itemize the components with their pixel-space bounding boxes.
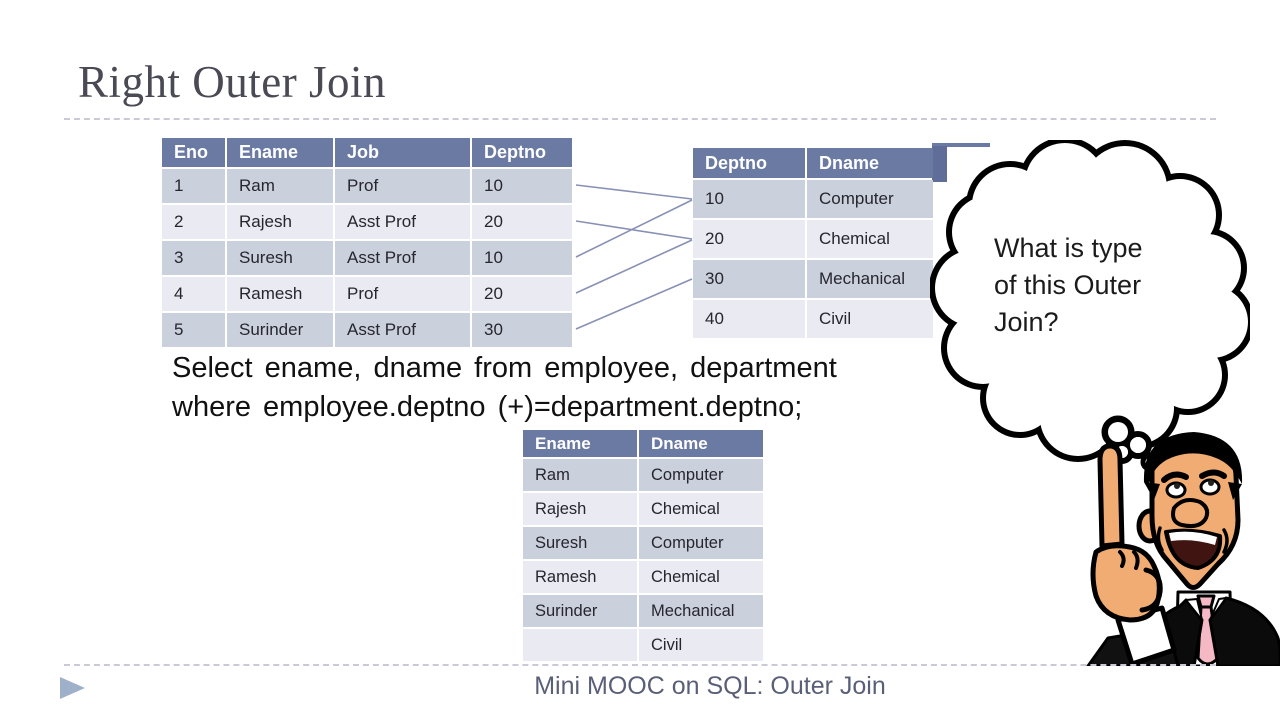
cell-job: Asst Prof <box>335 241 470 275</box>
footer-divider <box>64 664 1216 666</box>
cell-deptno: 20 <box>693 220 805 258</box>
table-header-row: Deptno Dname <box>693 148 933 178</box>
sql-line-1: Select ename, dname from employee, depar… <box>172 352 837 384</box>
presenter-head <box>1136 432 1243 590</box>
table-row: Civil <box>523 629 763 661</box>
cell-deptno: 10 <box>693 180 805 218</box>
cell-eno: 4 <box>162 277 225 311</box>
table-row: 30 Mechanical <box>693 260 933 298</box>
cell-dname: Civil <box>639 629 763 661</box>
thought-bubble-text: What is type of this Outer Join? <box>994 230 1159 341</box>
cell-deptno: 20 <box>472 277 572 311</box>
table-row: Rajesh Chemical <box>523 493 763 525</box>
footer-caption: Mini MOOC on SQL: Outer Join <box>534 672 886 700</box>
cell-ename: Ram <box>523 459 637 491</box>
table-row: 3 Suresh Asst Prof 10 <box>162 241 572 275</box>
column-header: Ename <box>523 430 637 457</box>
department-table-top-edge <box>932 143 990 147</box>
cell-deptno: 20 <box>472 205 572 239</box>
cell-eno: 5 <box>162 313 225 347</box>
page-title: Right Outer Join <box>78 57 386 107</box>
cell-dname: Chemical <box>807 220 933 258</box>
cell-eno: 3 <box>162 241 225 275</box>
presenter-clipart <box>1086 432 1280 666</box>
cell-deptno: 40 <box>693 300 805 338</box>
cell-job: Prof <box>335 169 470 203</box>
sql-query: Select ename, dname from employee, depar… <box>172 349 837 427</box>
join-line <box>575 239 693 294</box>
bubble-line: What is type <box>994 233 1143 263</box>
department-table: Deptno Dname 10 Computer 20 Chemical 30 … <box>691 146 935 340</box>
table-header-row: Ename Dname <box>523 430 763 457</box>
cell-dname: Computer <box>639 459 763 491</box>
cell-deptno: 30 <box>472 313 572 347</box>
table-row: Surinder Mechanical <box>523 595 763 627</box>
cell-dname: Mechanical <box>807 260 933 298</box>
column-header: Dname <box>639 430 763 457</box>
column-header: Dname <box>807 148 933 178</box>
cell-dname: Chemical <box>639 561 763 593</box>
cell-dname: Chemical <box>639 493 763 525</box>
cell-job: Asst Prof <box>335 205 470 239</box>
cell-ename: Ramesh <box>227 277 333 311</box>
table-row: Ramesh Chemical <box>523 561 763 593</box>
column-header: Deptno <box>472 138 572 167</box>
cell-job: Prof <box>335 277 470 311</box>
table-row: 5 Surinder Asst Prof 30 <box>162 313 572 347</box>
table-row: 4 Ramesh Prof 20 <box>162 277 572 311</box>
table-header-row: Eno Ename Job Deptno <box>162 138 572 167</box>
presenter-pointing-hand <box>1086 443 1180 666</box>
cell-ename <box>523 629 637 661</box>
table-row: 20 Chemical <box>693 220 933 258</box>
column-header: Eno <box>162 138 225 167</box>
cell-ename: Ram <box>227 169 333 203</box>
column-header: Ename <box>227 138 333 167</box>
sql-line-2: where employee.deptno (+)=department.dep… <box>172 391 803 423</box>
cell-deptno: 30 <box>693 260 805 298</box>
table-row: 1 Ram Prof 10 <box>162 169 572 203</box>
bubble-line: Join? <box>994 307 1059 337</box>
cell-ename: Surinder <box>523 595 637 627</box>
table-row: Suresh Computer <box>523 527 763 559</box>
column-header: Deptno <box>693 148 805 178</box>
cell-job: Asst Prof <box>335 313 470 347</box>
cell-ename: Surinder <box>227 313 333 347</box>
cell-dname: Computer <box>639 527 763 559</box>
join-line <box>575 220 693 240</box>
join-line <box>575 278 693 330</box>
result-table: Ename Dname Ram Computer Rajesh Chemical… <box>521 428 765 663</box>
table-row: 2 Rajesh Asst Prof 20 <box>162 205 572 239</box>
column-header: Job <box>335 138 470 167</box>
slide-arrow-icon <box>60 677 85 699</box>
bubble-line: of this Outer <box>994 270 1142 300</box>
join-line <box>575 199 693 258</box>
cell-dname: Civil <box>807 300 933 338</box>
cell-ename: Suresh <box>227 241 333 275</box>
department-table-corner-tab <box>932 146 947 182</box>
cell-deptno: 10 <box>472 169 572 203</box>
cell-ename: Suresh <box>523 527 637 559</box>
table-row: Ram Computer <box>523 459 763 491</box>
table-row: 10 Computer <box>693 180 933 218</box>
thought-bubble-tail <box>1101 415 1160 472</box>
cell-ename: Rajesh <box>523 493 637 525</box>
cell-dname: Mechanical <box>639 595 763 627</box>
title-divider <box>64 118 1216 120</box>
cell-eno: 2 <box>162 205 225 239</box>
table-row: 40 Civil <box>693 300 933 338</box>
cell-eno: 1 <box>162 169 225 203</box>
presenter-body <box>1136 590 1280 666</box>
cell-deptno: 10 <box>472 241 572 275</box>
cell-dname: Computer <box>807 180 933 218</box>
cell-ename: Rajesh <box>227 205 333 239</box>
join-line <box>575 184 693 200</box>
employee-table: Eno Ename Job Deptno 1 Ram Prof 10 2 Raj… <box>160 136 574 349</box>
cell-ename: Ramesh <box>523 561 637 593</box>
